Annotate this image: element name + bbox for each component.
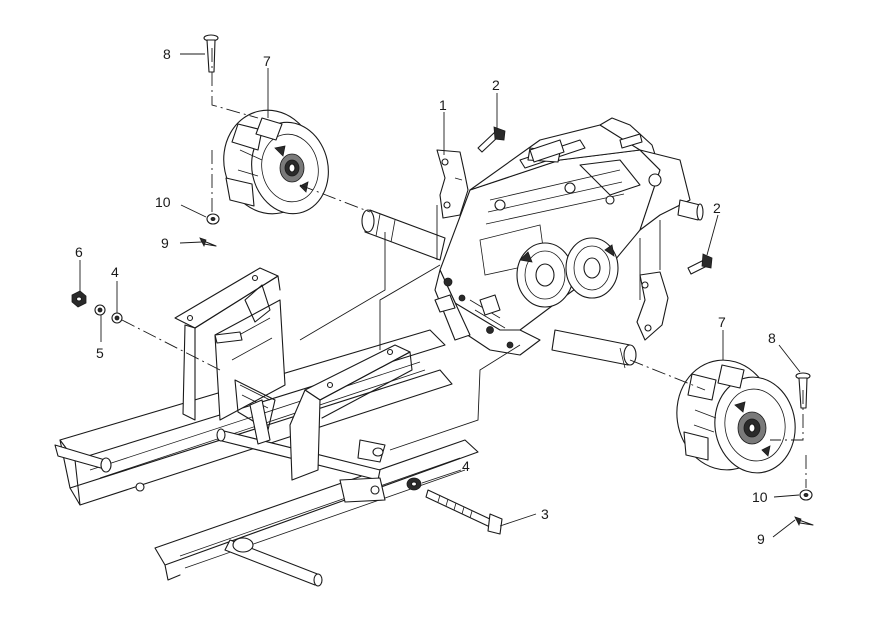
wheel-7-upper xyxy=(223,109,329,215)
callout-2-right: 2 xyxy=(713,200,721,216)
callout-6: 6 xyxy=(75,244,83,260)
callout-8-upper: 8 xyxy=(163,46,171,62)
washer-4-lower xyxy=(406,477,422,491)
callout-3: 3 xyxy=(541,506,549,522)
callout-2-upper: 2 xyxy=(492,77,500,93)
assembly-center-lines xyxy=(121,48,807,488)
washer-5 xyxy=(94,304,106,316)
callout-7-upper: 7 xyxy=(263,53,271,69)
mounting-bracket xyxy=(174,267,413,503)
bracket-clamp-left xyxy=(436,149,469,219)
callout-10-upper: 10 xyxy=(155,194,171,210)
callout-10-lower: 10 xyxy=(752,489,768,505)
callout-5: 5 xyxy=(96,345,104,361)
callout-8-lower: 8 xyxy=(768,330,776,346)
callout-labels: 1 2 2 3 4 4 5 6 7 7 8 8 9 9 10 10 xyxy=(75,46,776,547)
bolt-3 xyxy=(425,489,503,535)
callout-4-left: 4 xyxy=(111,264,119,280)
callout-7-lower: 7 xyxy=(718,314,726,330)
washer-10-upper xyxy=(206,213,220,225)
washer-10-lower xyxy=(799,489,813,501)
callout-leaders xyxy=(79,53,801,538)
callout-9-lower: 9 xyxy=(757,531,765,547)
cotter-pin-9-upper xyxy=(199,237,217,248)
callout-4-lower: 4 xyxy=(462,458,470,474)
pin-8-upper xyxy=(203,34,219,73)
washer-4-left xyxy=(111,312,123,324)
axle-shafts xyxy=(361,209,446,261)
cotter-pin-9-lower xyxy=(794,516,814,527)
transmission-unit xyxy=(434,117,704,369)
wheel-7-lower xyxy=(676,359,796,474)
nut-6 xyxy=(71,290,87,308)
bolt-2-upper xyxy=(477,126,506,153)
callout-9-upper: 9 xyxy=(161,235,169,251)
bolt-2-right xyxy=(687,253,713,275)
callout-1: 1 xyxy=(439,97,447,113)
bracket-clamp-right xyxy=(636,271,669,341)
